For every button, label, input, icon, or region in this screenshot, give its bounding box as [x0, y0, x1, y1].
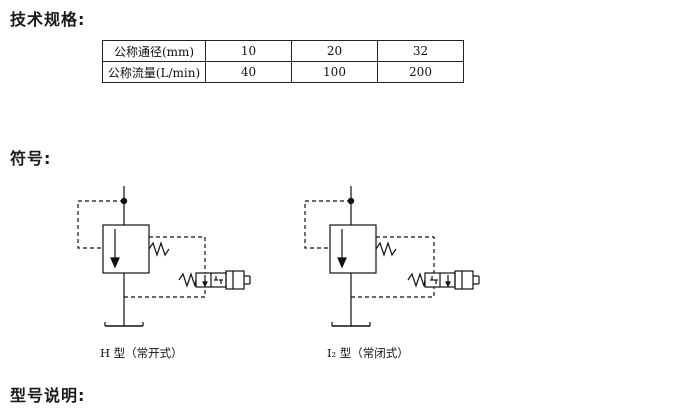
spring-icon [407, 272, 426, 288]
return-line [124, 287, 206, 298]
solenoid-coil [454, 270, 474, 290]
h-type-valve-symbol [77, 186, 251, 327]
spring-icon [148, 241, 170, 257]
solenoid-coil [225, 270, 245, 290]
h-type-caption: H 型（常开式） [100, 346, 183, 360]
solenoid-directional-valve [407, 270, 480, 290]
flow-arrow-icon [337, 257, 347, 269]
table-cell: 200 [377, 61, 464, 83]
pilot-line [304, 200, 351, 249]
symbols-heading: 符号: [10, 149, 52, 168]
table-cell-label: 公称通径(mm) [102, 40, 206, 62]
valve-body [102, 224, 150, 274]
i2-type-caption: I₂ 型（常闭式） [327, 346, 409, 360]
pilot-line [77, 200, 124, 249]
passage-arrow-icon [445, 281, 451, 288]
spring-icon [375, 241, 397, 257]
valve-body [329, 224, 377, 274]
table-row: 公称通径(mm) 10 20 32 [102, 40, 464, 62]
table-row: 公称流量(L/min) 40 100 200 [102, 61, 464, 83]
table-cell: 10 [205, 40, 292, 62]
drain-line [376, 236, 435, 273]
spec-table: 公称通径(mm) 10 20 32 公称流量(L/min) 40 100 200 [102, 40, 464, 83]
i2-type-valve-symbol [304, 186, 480, 327]
table-cell-label: 公称流量(L/min) [102, 61, 206, 83]
return-line [351, 287, 435, 298]
model-description-heading: 型号说明: [10, 386, 86, 405]
passage-arrow-icon [202, 281, 208, 288]
table-cell: 40 [205, 61, 292, 83]
solenoid-directional-valve [178, 270, 251, 290]
drain-line [149, 236, 206, 273]
flow-arrow-icon [110, 257, 120, 269]
spring-icon [178, 272, 197, 288]
technical-specs-heading: 技术规格: [10, 10, 86, 29]
